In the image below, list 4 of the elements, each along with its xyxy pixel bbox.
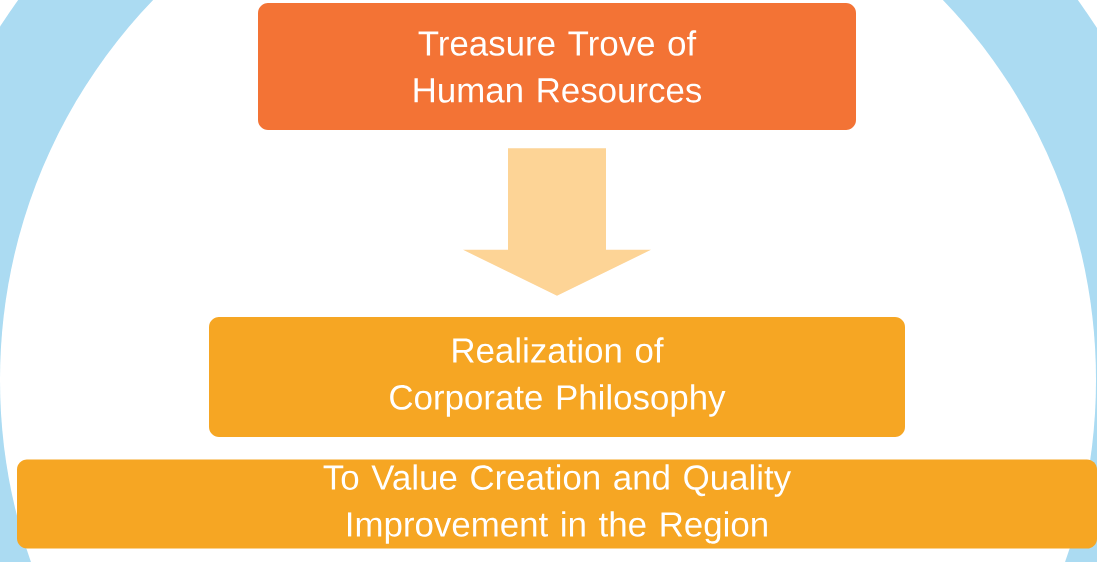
process-box: Treasure Trove of Human Resources — [258, 3, 856, 130]
arrow — [463, 148, 651, 296]
banner-box: To Value Creation and Quality Improvement in the Region — [17, 459, 1097, 549]
process-box: Realization of Corporate Philosophy — [209, 317, 905, 437]
